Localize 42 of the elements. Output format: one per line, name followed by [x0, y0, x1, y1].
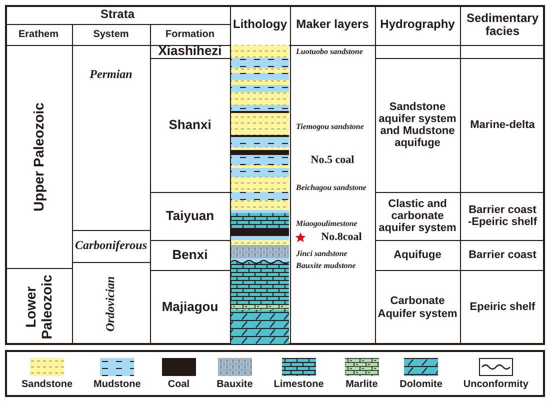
legend-label: Dolomite [400, 378, 442, 390]
legend-label: Coal [168, 378, 190, 390]
formation-label: Shanxi [168, 116, 212, 134]
table-cell-text: Marine-delta [469, 118, 536, 133]
legend-label: Bauxite [216, 378, 253, 390]
legend-label: Marlite [346, 378, 378, 390]
column-header: Sedimentary facies [465, 10, 540, 40]
legend-label: Sandstone [21, 378, 73, 390]
marker-layer-label: Bauxite mudstone [296, 260, 357, 272]
formation-label: Majiagou [160, 298, 220, 316]
marker-layer-label: Luotuobo sandstone [296, 46, 364, 58]
table-cell-text: Epeiric shelf [468, 300, 536, 316]
column-header: Erathem [17, 28, 60, 42]
marker-layer-label: Jinci sandstone [296, 248, 348, 260]
marker-layer-label: Beichagou sandstone [296, 182, 368, 194]
formation-label: Benxi [171, 246, 209, 264]
column-header: Maker layers [295, 16, 370, 34]
legend-label: Unconformity [463, 378, 528, 390]
table-cell-text: Carbonate Aquifer system [376, 294, 458, 322]
erathem-label: Ordovician [102, 274, 118, 334]
formation-label: Taiyuan [164, 206, 216, 225]
table-cell-text: Clastic and carbonate aquifer system [378, 196, 458, 236]
table-cell-text: Barrier coast [468, 248, 538, 263]
table-cell-text: Sandstone aquifer system and Mudstone aquifuge [378, 100, 458, 152]
column-header: Lithology [232, 16, 288, 34]
coal-seam-label: No.5 coal [310, 153, 356, 167]
system-label: Permian [88, 66, 134, 84]
formation-label: Xiashihezi [157, 45, 223, 58]
column-header: Hydrography [379, 16, 456, 34]
erathem-label: Lower Paleozoic [21, 273, 54, 341]
table-cell-text: Barrier coast -Epeiric shelf [466, 202, 538, 230]
table-cell-text: Aquifuge [392, 248, 442, 263]
system-label: Carboniferous [74, 237, 148, 254]
column-header: Strata [99, 6, 136, 23]
coal-seam-label: No.8coal [320, 230, 363, 244]
erathem-label: Upper Paleozoic [28, 101, 48, 213]
marker-layer-label: Miaogoulimestone [296, 218, 358, 230]
column-header: System [92, 28, 130, 42]
column-header: Formation [164, 28, 216, 42]
legend-label: Mudstone [94, 378, 141, 390]
legend-label: Limestone [274, 378, 324, 390]
marker-layer-label: Tiemogou sandstone [296, 121, 365, 133]
